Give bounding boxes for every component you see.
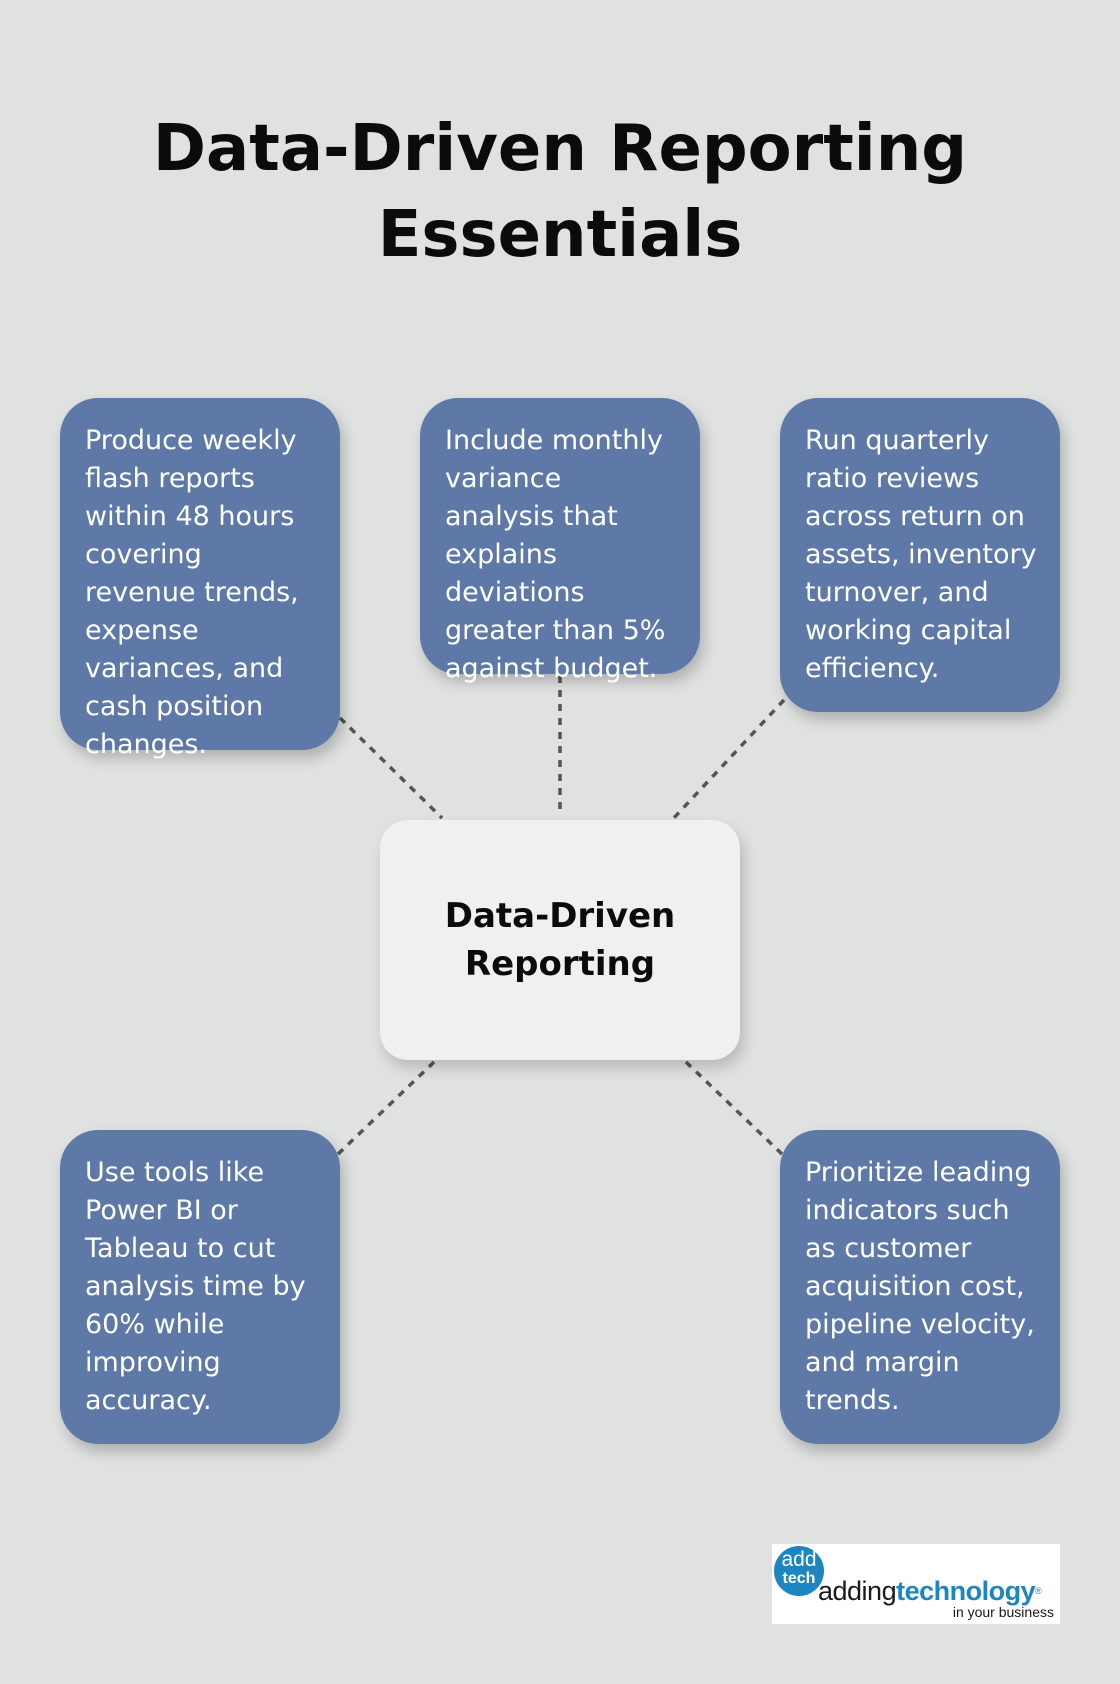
connector-line-1 (338, 716, 444, 820)
card-text: Run quarterly ratio reviews across retur… (805, 425, 1037, 684)
badge-bottom-text: tech (782, 1570, 816, 1587)
logo-wordmark: addingtechnology® (818, 1576, 1042, 1606)
page-title-line-2: Essentials (377, 198, 743, 272)
center-node-line-1: Data-Driven (444, 896, 676, 936)
logo-word-part-2: technology (896, 1576, 1036, 1606)
addtech-logo: add tech addingtechnology® in your busin… (772, 1544, 1060, 1624)
logo-trademark: ® (1035, 1586, 1042, 1596)
card-text: Include monthly variance analysis that e… (445, 425, 666, 684)
card-text: Prioritize leading indicators such as cu… (805, 1157, 1035, 1416)
connector-line-3 (670, 698, 786, 822)
card-monthly-variance-analysis: Include monthly variance analysis that e… (420, 398, 700, 684)
connector-line-4 (334, 1060, 436, 1158)
center-node: Data-Driven Reporting (380, 820, 740, 1060)
card-quarterly-ratio-reviews: Run quarterly ratio reviews across retur… (780, 398, 1060, 712)
card-weekly-flash-reports: Produce weekly flash reports within 48 h… (60, 398, 340, 760)
addtech-badge-icon: add tech (774, 1546, 824, 1596)
page-title: Data-Driven Reporting Essentials (0, 106, 1120, 278)
logo-tagline: in your business (952, 1604, 1054, 1620)
card-tools-power-bi-tableau: Use tools like Power BI or Tableau to cu… (60, 1130, 340, 1444)
card-text: Use tools like Power BI or Tableau to cu… (85, 1157, 306, 1416)
card-leading-indicators: Prioritize leading indicators such as cu… (780, 1130, 1060, 1444)
card-text: Produce weekly flash reports within 48 h… (85, 425, 299, 760)
logo-word-part-1: adding (818, 1576, 897, 1606)
badge-top-text: add (781, 1548, 817, 1571)
center-node-line-2: Reporting (464, 944, 656, 984)
page-title-line-1: Data-Driven Reporting (152, 112, 968, 186)
connector-line-5 (684, 1060, 786, 1158)
